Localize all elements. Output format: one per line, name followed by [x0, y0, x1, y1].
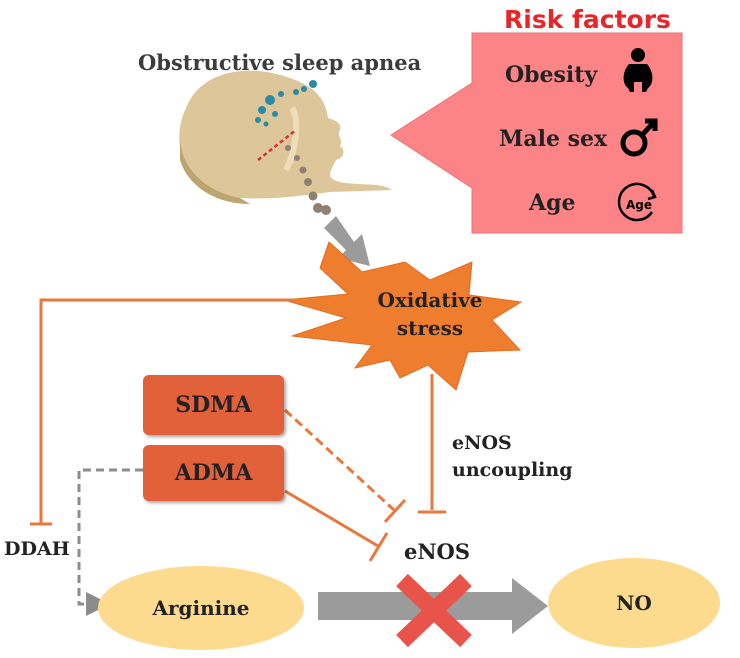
- blocked-x-icon: [396, 573, 472, 648]
- age-icon-text: Age: [626, 198, 653, 212]
- diagram-title: Obstructive sleep apnea: [138, 50, 422, 75]
- risk-factor-age-label: Age: [529, 190, 576, 216]
- risk-factor-obesity-label: Obesity: [505, 62, 598, 88]
- adma-label: ADMA: [174, 460, 253, 486]
- enos-label: eNOS: [404, 539, 471, 564]
- sdma-label: SDMA: [175, 392, 252, 418]
- ddah-label: DDAH: [4, 538, 70, 560]
- head-illustration: [179, 70, 392, 215]
- adma-to-arginine-arrow: [77, 468, 143, 616]
- arginine-label: Arginine: [152, 596, 250, 620]
- stress-inhibits-ddah-line: [30, 298, 296, 526]
- no-ellipse: NO: [548, 558, 720, 648]
- no-label: NO: [616, 591, 652, 615]
- head-to-stress-arrow: [324, 216, 370, 266]
- risk-factor-male-sex-label: Male sex: [499, 126, 608, 152]
- risk-factors-panel: [390, 32, 683, 234]
- oxidative-stress-line1: Oxidative: [377, 288, 483, 312]
- sdma-box: SDMA: [143, 375, 284, 435]
- age-icon: [617, 182, 657, 222]
- risk-factors-heading: Risk factors: [504, 5, 671, 34]
- obesity-person-icon: [623, 48, 653, 92]
- arginine-ellipse: Arginine: [98, 566, 304, 650]
- adma-box: ADMA: [143, 445, 284, 501]
- male-symbol-icon: [620, 118, 658, 157]
- adma-inhibits-enos-line: [284, 489, 389, 562]
- oxidative-stress-burst: [283, 241, 523, 391]
- sdma-inhibits-enos-line: [283, 408, 407, 524]
- enos-uncoupling-line1: eNOS: [452, 432, 512, 454]
- enos-uncoupling-line2: uncoupling: [452, 459, 573, 481]
- stress-inhibits-enos-line: [418, 374, 446, 514]
- oxidative-stress-line2: stress: [396, 316, 464, 340]
